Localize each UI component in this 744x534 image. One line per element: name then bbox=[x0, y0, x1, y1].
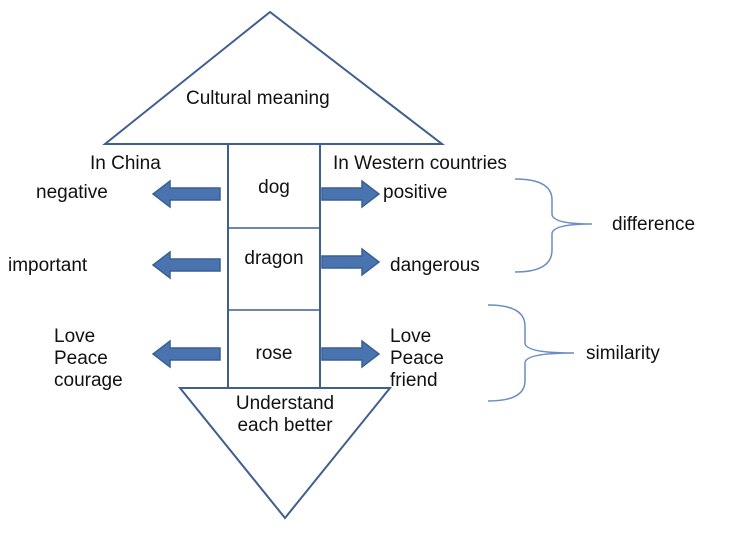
header-western-countries: In Western countries bbox=[333, 153, 507, 174]
china-rose-meaning: Peace bbox=[54, 348, 108, 369]
similarity-label: similarity bbox=[586, 343, 660, 364]
word-dragon: dragon bbox=[244, 248, 304, 269]
header-in-china: In China bbox=[90, 153, 161, 174]
china-rose-meaning: courage bbox=[54, 370, 123, 391]
understand-line-1: Understand bbox=[235, 393, 335, 414]
west-rose-meaning: Love bbox=[390, 326, 432, 347]
understand-line-2: each better bbox=[237, 415, 333, 436]
left-arrow-dragon bbox=[151, 250, 221, 280]
difference-label: difference bbox=[612, 214, 696, 235]
left-arrow-dog bbox=[151, 179, 221, 209]
right-arrow-rose bbox=[321, 339, 381, 369]
word-dog: dog bbox=[258, 177, 290, 198]
west-rose-meaning: friend bbox=[390, 370, 438, 391]
west-rose-meanings: Love Peace friend bbox=[390, 326, 444, 392]
right-arrow-dog bbox=[321, 179, 381, 209]
china-dragon-meaning: important bbox=[8, 255, 88, 276]
west-dog-meaning: positive bbox=[383, 182, 448, 203]
cultural-meaning-label: Cultural meaning bbox=[186, 88, 330, 109]
china-rose-meaning: Love bbox=[54, 326, 96, 347]
difference-brace bbox=[514, 178, 593, 273]
left-arrow-rose bbox=[151, 339, 221, 369]
right-arrow-dragon bbox=[321, 247, 381, 277]
understand-label: Understand each better bbox=[210, 393, 360, 437]
west-dragon-meaning: dangerous bbox=[390, 255, 480, 276]
china-dog-meaning: negative bbox=[36, 182, 108, 203]
similarity-brace bbox=[487, 304, 575, 402]
arrow-shaft bbox=[227, 143, 321, 389]
china-rose-meanings: Love Peace courage bbox=[54, 326, 123, 392]
west-rose-meaning: Peace bbox=[390, 348, 444, 369]
top-arrow-triangle bbox=[102, 10, 445, 145]
word-rose: rose bbox=[255, 343, 293, 364]
